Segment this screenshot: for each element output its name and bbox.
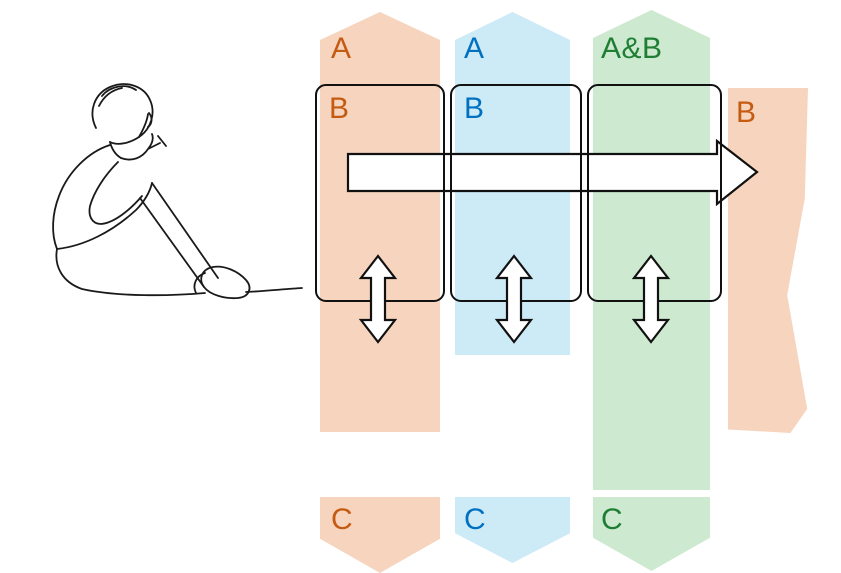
box-middle-label: B	[464, 92, 485, 125]
band-middle-top-label: A	[464, 32, 485, 65]
right-band-label: B	[736, 96, 757, 129]
pentagon-left-label: C	[331, 503, 354, 536]
band-salmon-left	[320, 12, 440, 432]
pentagon-middle-label: C	[464, 503, 487, 536]
band-right-top-label: A&B	[601, 32, 663, 65]
ground-line	[245, 287, 303, 293]
band-salmon-right	[728, 88, 808, 433]
band-left-top-label: A	[331, 32, 352, 65]
box-left-label: B	[329, 92, 350, 125]
person-line-drawing	[52, 83, 251, 300]
box-right	[587, 84, 722, 302]
band-green	[593, 10, 710, 490]
pentagon-right-label: C	[601, 503, 624, 536]
